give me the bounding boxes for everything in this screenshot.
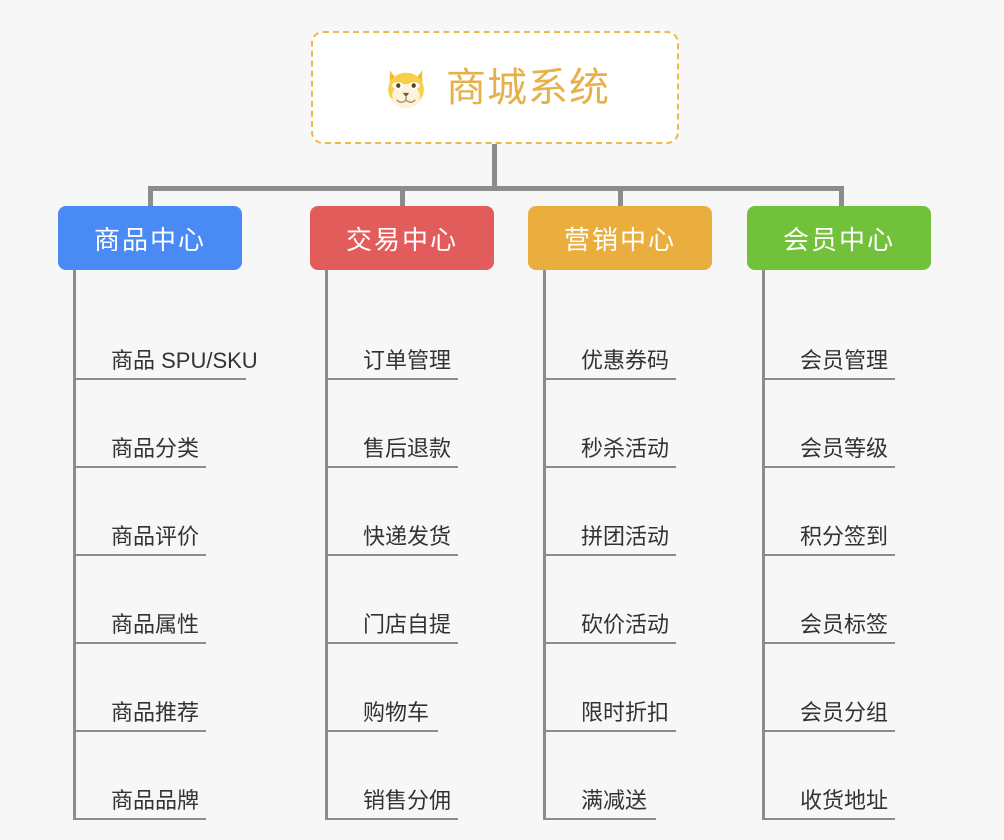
branch-title-1: 商品中心 (93, 224, 206, 255)
leaf-label: 会员分组 (800, 700, 889, 725)
branch-column-3: 营销中心 优惠券码 秒杀活动 拼团活动 砍价活动 限时折扣 满减送 (528, 206, 712, 820)
branch-header-4[interactable]: 会员中心 (747, 206, 931, 270)
leaf-item[interactable]: 商品评价 (76, 468, 206, 556)
leaf-label: 快递发货 (363, 524, 452, 549)
leaf-item[interactable]: 砍价活动 (546, 556, 676, 644)
leaf-item[interactable]: 购物车 (328, 644, 438, 732)
branch-header-2[interactable]: 交易中心 (310, 206, 494, 270)
leaf-label: 购物车 (363, 700, 430, 725)
branch-title-3: 营销中心 (563, 224, 676, 255)
connector-drop-1 (148, 186, 153, 208)
leaf-list-3: 优惠券码 秒杀活动 拼团活动 砍价活动 限时折扣 满减送 (543, 270, 712, 820)
leaf-item[interactable]: 商品 SPU/SKU (76, 292, 258, 380)
leaf-label: 售后退款 (363, 436, 452, 461)
leaf-item[interactable]: 收货地址 (765, 732, 895, 820)
leaf-item[interactable]: 积分签到 (765, 468, 895, 556)
connector-drop-4 (839, 186, 844, 208)
leaf-item[interactable]: 秒杀活动 (546, 380, 676, 468)
leaf-item[interactable]: 会员分组 (765, 644, 895, 732)
leaf-label: 优惠券码 (581, 348, 670, 373)
leaf-label: 订单管理 (363, 348, 452, 373)
root-title: 商城系统 (446, 65, 610, 110)
leaf-label: 商品品牌 (111, 788, 200, 813)
leaf-label: 商品属性 (111, 612, 200, 637)
branch-title-2: 交易中心 (345, 224, 458, 255)
connector-root-stem (492, 144, 497, 188)
leaf-item[interactable]: 会员管理 (765, 292, 895, 380)
leaf-item[interactable]: 会员等级 (765, 380, 895, 468)
branch-title-4: 会员中心 (782, 224, 895, 255)
leaf-item[interactable]: 销售分佣 (328, 732, 458, 820)
leaf-item[interactable]: 售后退款 (328, 380, 458, 468)
leaf-label: 商品分类 (111, 436, 200, 461)
leaf-list-1: 商品 SPU/SKU 商品分类 商品评价 商品属性 商品推荐 商品品牌 (73, 270, 258, 820)
leaf-label: 限时折扣 (581, 700, 670, 725)
leaf-item[interactable]: 会员标签 (765, 556, 895, 644)
leaf-item[interactable]: 满减送 (546, 732, 656, 820)
leaf-label: 秒杀活动 (581, 436, 670, 461)
leaf-label: 会员管理 (800, 348, 889, 373)
leaf-item[interactable]: 商品品牌 (76, 732, 206, 820)
leaf-item[interactable]: 门店自提 (328, 556, 458, 644)
leaf-label: 销售分佣 (363, 788, 452, 813)
leaf-label: 门店自提 (363, 612, 452, 637)
leaf-list-2: 订单管理 售后退款 快递发货 门店自提 购物车 销售分佣 (325, 270, 494, 820)
leaf-label: 商品 SPU/SKU (111, 348, 258, 373)
connector-drop-2 (400, 186, 405, 208)
root-node[interactable]: 商城系统 (311, 31, 679, 144)
leaf-label: 砍价活动 (581, 612, 670, 637)
leaf-label: 积分签到 (800, 524, 889, 549)
leaf-item[interactable]: 商品推荐 (76, 644, 206, 732)
leaf-label: 拼团活动 (581, 524, 670, 549)
leaf-item[interactable]: 拼团活动 (546, 468, 676, 556)
leaf-item[interactable]: 优惠券码 (546, 292, 676, 380)
branch-header-1[interactable]: 商品中心 (58, 206, 242, 270)
leaf-label: 会员等级 (800, 436, 889, 461)
branch-column-1: 商品中心 商品 SPU/SKU 商品分类 商品评价 商品属性 商品推荐 商品品牌 (58, 206, 258, 820)
shiba-dog-face-icon (388, 69, 424, 108)
leaf-item[interactable]: 商品分类 (76, 380, 206, 468)
branch-column-2: 交易中心 订单管理 售后退款 快递发货 门店自提 购物车 销售分佣 (310, 206, 494, 820)
connector-drop-3 (618, 186, 623, 208)
connector-horizontal-bar (148, 186, 844, 191)
leaf-label: 会员标签 (800, 612, 889, 637)
leaf-label: 满减送 (581, 788, 648, 813)
leaf-item[interactable]: 快递发货 (328, 468, 458, 556)
leaf-label: 商品评价 (111, 524, 200, 549)
leaf-list-4: 会员管理 会员等级 积分签到 会员标签 会员分组 收货地址 (762, 270, 931, 820)
leaf-label: 商品推荐 (111, 700, 200, 725)
branch-header-3[interactable]: 营销中心 (528, 206, 712, 270)
leaf-item[interactable]: 订单管理 (328, 292, 458, 380)
leaf-label: 收货地址 (800, 788, 889, 813)
leaf-item[interactable]: 商品属性 (76, 556, 206, 644)
branch-column-4: 会员中心 会员管理 会员等级 积分签到 会员标签 会员分组 收货地址 (747, 206, 931, 820)
leaf-item[interactable]: 限时折扣 (546, 644, 676, 732)
